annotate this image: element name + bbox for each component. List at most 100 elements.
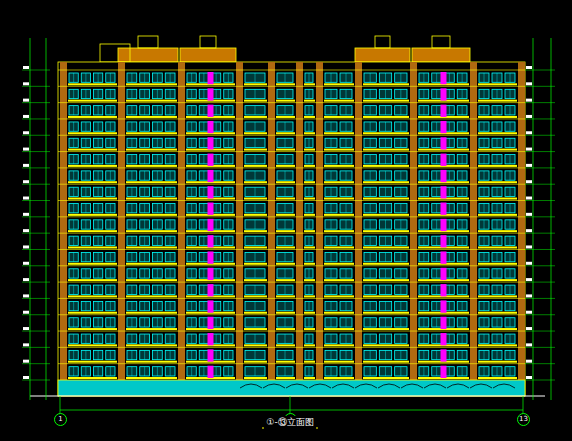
window [245, 285, 265, 294]
window [224, 171, 233, 180]
ac-unit [441, 154, 447, 166]
mullion [449, 318, 450, 327]
window [432, 269, 442, 278]
balcony-rail [68, 246, 117, 248]
window [127, 89, 137, 98]
balcony-rail [276, 263, 295, 265]
balcony-rail [126, 100, 177, 102]
mullion [385, 155, 386, 164]
balcony-rail [478, 165, 517, 167]
window [187, 318, 196, 327]
ac-unit [441, 251, 447, 263]
mullion [510, 73, 511, 82]
window [364, 204, 376, 213]
mullion [85, 204, 86, 213]
mullion [157, 122, 158, 131]
level-mark [526, 360, 532, 363]
window [432, 318, 442, 327]
mullion [484, 155, 485, 164]
mullion [309, 220, 310, 229]
window [340, 138, 352, 147]
window [379, 269, 391, 278]
mullion [255, 89, 256, 98]
window [492, 187, 502, 196]
window [340, 350, 352, 359]
window [199, 285, 208, 294]
level-tick [22, 151, 50, 152]
mullion [144, 204, 145, 213]
mullion [331, 122, 332, 131]
balcony-rail [126, 344, 177, 346]
level-tick [525, 151, 555, 152]
mullion [285, 236, 286, 245]
balcony-rail [478, 198, 517, 200]
window [127, 73, 137, 82]
ac-unit [441, 333, 447, 345]
mullion [191, 89, 192, 98]
window [81, 187, 90, 196]
mullion [309, 269, 310, 278]
mullion [436, 334, 437, 343]
window [165, 252, 175, 261]
mullion [285, 220, 286, 229]
mullion [170, 73, 171, 82]
window [81, 350, 90, 359]
mullion [449, 122, 450, 131]
mullion [346, 220, 347, 229]
balcony-rail [304, 312, 315, 314]
window [305, 155, 313, 164]
mullion [346, 301, 347, 310]
window [94, 138, 103, 147]
window [395, 122, 407, 131]
window [153, 89, 163, 98]
mullion [331, 73, 332, 82]
window [432, 73, 442, 82]
mullion [228, 318, 229, 327]
window [127, 171, 137, 180]
mullion [191, 155, 192, 164]
window [325, 122, 337, 131]
level-mark [526, 343, 532, 346]
level-mark [23, 343, 29, 346]
window [245, 204, 265, 213]
window [224, 106, 233, 115]
mullion [157, 269, 158, 278]
window [245, 155, 265, 164]
window [224, 73, 233, 82]
mullion [370, 367, 371, 376]
balcony-rail [363, 214, 409, 216]
window [340, 204, 352, 213]
mullion [191, 334, 192, 343]
mullion [203, 367, 204, 376]
pier [236, 62, 243, 380]
window [325, 236, 337, 245]
balcony-rail [478, 181, 517, 183]
mullion [144, 187, 145, 196]
mullion [423, 350, 424, 359]
balcony-rail [478, 361, 517, 363]
window [187, 89, 196, 98]
balcony-rail [276, 344, 295, 346]
window [419, 318, 429, 327]
window [395, 318, 407, 327]
window [432, 106, 442, 115]
window [432, 171, 442, 180]
mullion [131, 220, 132, 229]
mullion [144, 73, 145, 82]
mullion [423, 138, 424, 147]
mullion [423, 155, 424, 164]
mullion [228, 171, 229, 180]
balcony-rail [324, 83, 354, 85]
window [505, 367, 515, 376]
window [224, 350, 233, 359]
window [364, 301, 376, 310]
mullion [216, 236, 217, 245]
window [140, 269, 150, 278]
mullion [400, 73, 401, 82]
level-mark [526, 99, 532, 102]
window [69, 367, 78, 376]
window [153, 106, 163, 115]
balcony-rail [244, 149, 267, 151]
mullion [157, 220, 158, 229]
level-mark [526, 180, 532, 183]
